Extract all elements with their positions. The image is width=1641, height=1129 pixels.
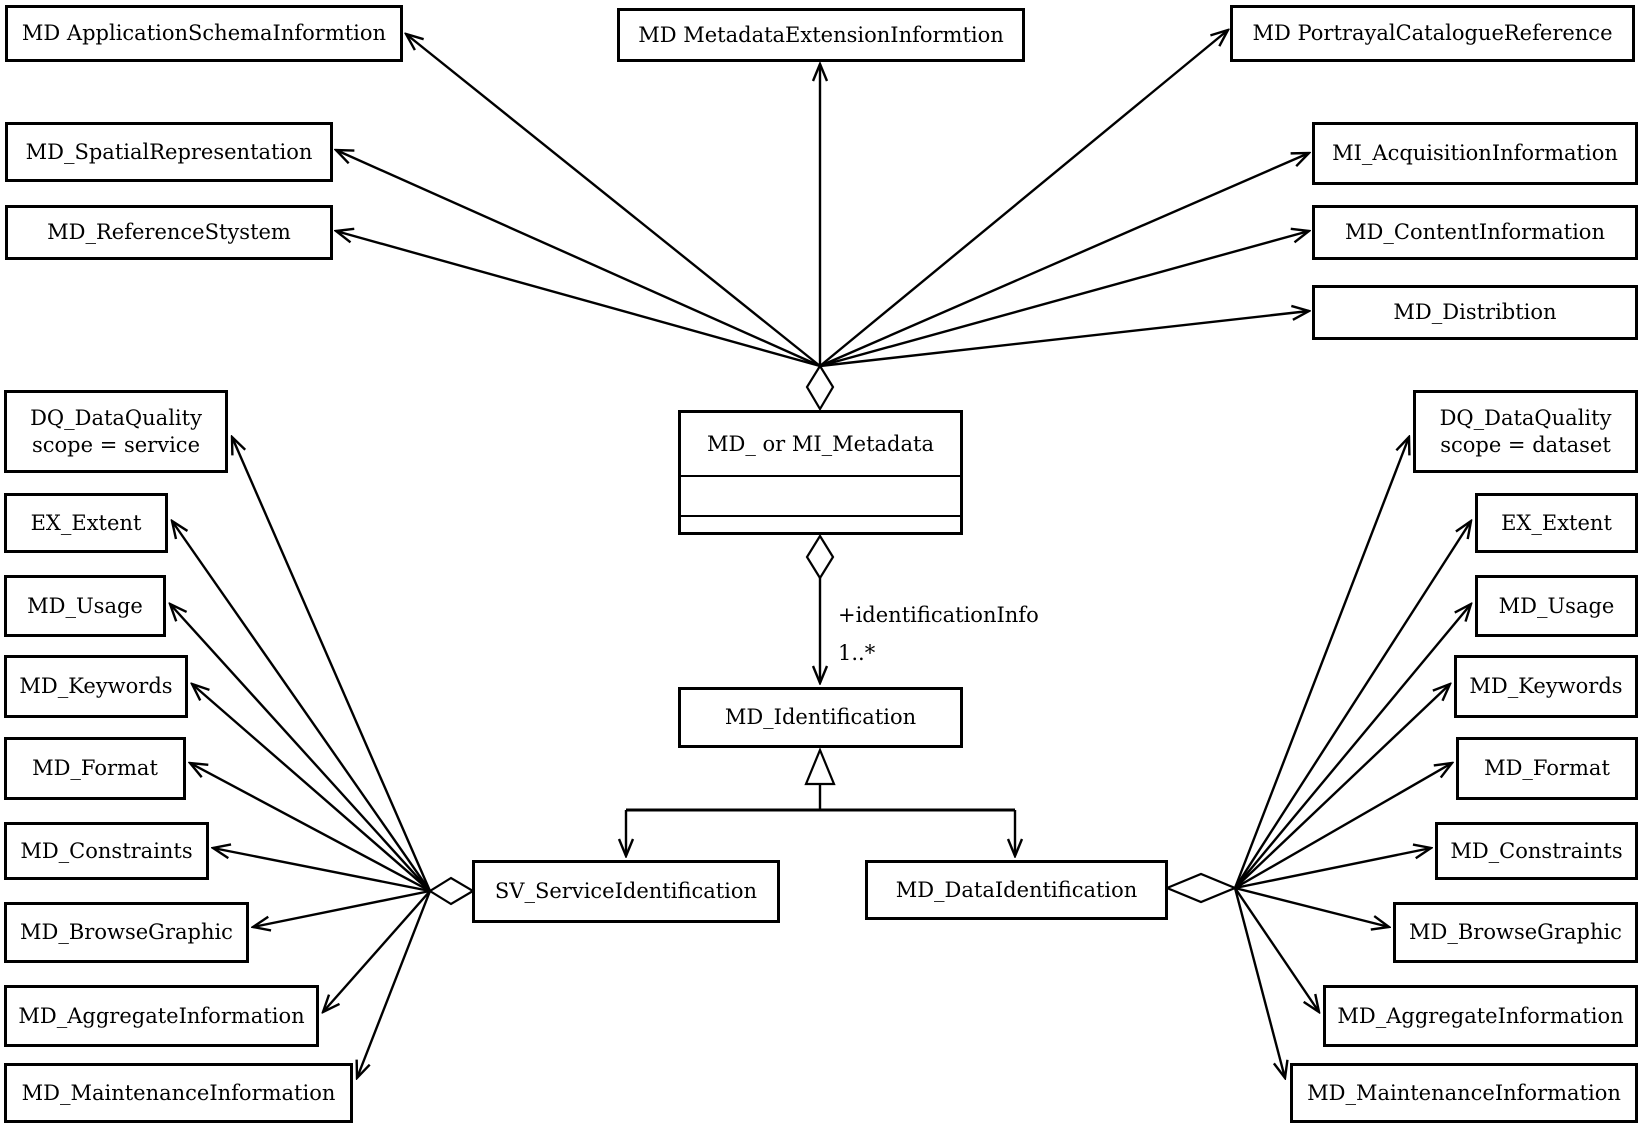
edge-to-md-maintenanceinformation-left <box>357 890 432 1078</box>
class-name: MD_Constraints <box>20 838 193 863</box>
edge-to-reference-system <box>336 231 821 368</box>
class-name: MD_MaintenanceInformation <box>21 1080 336 1105</box>
class-md-usage-left: MD_Usage <box>4 575 166 637</box>
edge-to-md-keywords-right <box>1234 684 1450 889</box>
edge-to-md-aggregateinformation-right <box>1234 887 1319 1012</box>
class-name: MD_BrowseGraphic <box>1409 920 1622 945</box>
edge-to-portrayal-catalogue <box>819 30 1228 367</box>
class-md-usage-right: MD_Usage <box>1475 575 1638 637</box>
class-name: MD PortrayalCatalogueReference <box>1252 21 1613 46</box>
generalization-triangle <box>804 747 836 786</box>
class-name: MD_Keywords <box>1469 674 1623 699</box>
edge-to-application-schema <box>406 34 821 367</box>
aggregation-diamond-metadata-bottom <box>805 533 835 581</box>
class-ex-extent-right: EX_Extent <box>1475 493 1638 553</box>
class-md-aggregate-information-left: MD_AggregateInformation <box>4 985 319 1047</box>
class-name: MD ApplicationSchemaInformtion <box>21 21 387 46</box>
class-md-spatial-representation: MD_SpatialRepresentation <box>5 122 333 182</box>
edge-to-dq-dataquality-dataset <box>1233 437 1409 889</box>
class-md-portrayal-catalogue-reference: MD PortrayalCatalogueReference <box>1230 5 1635 62</box>
class-name: DQ_DataQuality <box>1439 406 1612 431</box>
edge-to-ex-extent-left <box>172 521 431 892</box>
class-md-keywords-left: MD_Keywords <box>4 655 188 718</box>
class-md-keywords-right: MD_Keywords <box>1454 655 1638 718</box>
class-name: EX_Extent <box>1501 510 1612 535</box>
class-md-data-identification: MD_DataIdentification <box>865 860 1168 920</box>
class-dq-dataquality-service: DQ_DataQuality scope = service <box>4 390 228 473</box>
class-md-format-right: MD_Format <box>1456 737 1638 800</box>
class-name: EX_Extent <box>30 510 142 535</box>
class-name: MD_ReferenceStystem <box>47 220 291 245</box>
class-ex-extent-left: EX_Extent <box>4 493 168 553</box>
edge-to-content-information <box>819 231 1309 368</box>
class-mi-acquisition-information: MI_AcquisitionInformation <box>1312 122 1638 185</box>
edge-to-md-keywords-left <box>192 684 431 892</box>
class-md-aggregate-information-right: MD_AggregateInformation <box>1323 985 1638 1047</box>
class-name: MD_SpatialRepresentation <box>25 139 313 164</box>
service-identification-aggregation-edges <box>170 437 432 1078</box>
class-dq-dataquality-dataset: DQ_DataQuality scope = dataset <box>1413 390 1638 473</box>
class-sv-service-identification: SV_ServiceIdentification <box>472 860 780 923</box>
class-name: MD_Identification <box>724 705 917 730</box>
edge-to-spatial-representation <box>336 150 821 368</box>
class-name: MD_Distribtion <box>1393 300 1557 325</box>
metadata-aggregation-edges <box>336 30 1309 368</box>
association-role-label: +identificationInfo <box>838 603 1039 627</box>
class-md-browsegraphic-right: MD_BrowseGraphic <box>1393 902 1638 963</box>
attributes-compartment <box>681 475 960 515</box>
class-name: MD_Keywords <box>19 674 173 699</box>
edge-to-md-constraints-right <box>1234 848 1431 890</box>
aggregation-diamond-data-identification <box>1164 872 1238 904</box>
class-name: MD_Format <box>1484 756 1610 781</box>
class-md-metadata-extension-information: MD MetadataExtensionInformtion <box>617 8 1025 62</box>
class-name: MI_AcquisitionInformation <box>1332 141 1618 166</box>
aggregation-diamond-metadata-top <box>805 363 835 412</box>
edge-to-md-browsegraphic-left <box>253 889 431 927</box>
class-name: MD_Usage <box>1498 593 1615 618</box>
class-scope-note: scope = dataset <box>1440 432 1611 457</box>
class-name: MD_Format <box>32 756 158 781</box>
class-name: SV_ServiceIdentification <box>494 879 758 904</box>
edge-to-md-constraints-left <box>213 848 431 893</box>
class-md-content-information: MD_ContentInformation <box>1312 205 1638 260</box>
class-name: MD_AggregateInformation <box>18 1003 305 1028</box>
edge-to-dq-dataquality-service <box>232 437 432 892</box>
class-md-maintenance-information-left: MD_MaintenanceInformation <box>4 1063 353 1123</box>
edge-to-md-format-right <box>1234 763 1452 890</box>
data-identification-aggregation-edges <box>1233 437 1471 1078</box>
class-name: MD MetadataExtensionInformtion <box>638 22 1004 47</box>
class-md-constraints-right: MD_Constraints <box>1435 822 1638 880</box>
class-name: MD_ContentInformation <box>1345 220 1605 245</box>
class-title-compartment: MD_ or MI_Metadata <box>681 413 960 475</box>
class-md-browsegraphic-left: MD_BrowseGraphic <box>4 902 249 963</box>
class-md-or-mi-metadata: MD_ or MI_Metadata <box>678 410 963 535</box>
edge-to-acquisition-information <box>819 153 1309 368</box>
class-scope-note: scope = service <box>31 432 200 457</box>
edge-to-md-maintenanceinformation-right <box>1233 887 1285 1078</box>
association-multiplicity-label: 1..* <box>838 641 876 665</box>
class-name: MD_DataIdentification <box>895 877 1138 902</box>
edge-to-md-format-left <box>190 763 431 893</box>
operations-compartment <box>681 515 960 532</box>
class-md-maintenance-information-right: MD_MaintenanceInformation <box>1290 1063 1638 1123</box>
edge-to-distribution <box>819 311 1309 368</box>
class-md-distribution: MD_Distribtion <box>1312 285 1638 340</box>
class-name: DQ_DataQuality <box>30 406 202 431</box>
class-name: MD_Usage <box>27 593 143 618</box>
class-name: MD_Constraints <box>1450 838 1623 863</box>
class-name: MD_AggregateInformation <box>1337 1003 1624 1028</box>
class-md-constraints-left: MD_Constraints <box>4 822 209 880</box>
class-md-format-left: MD_Format <box>4 737 186 800</box>
edge-to-md-usage-left <box>170 604 431 892</box>
class-name: MD_BrowseGraphic <box>20 920 233 945</box>
class-name: MD_MaintenanceInformation <box>1307 1080 1621 1105</box>
class-md-reference-system: MD_ReferenceStystem <box>5 205 333 260</box>
edge-to-md-browsegraphic-right <box>1234 886 1389 927</box>
class-md-identification: MD_Identification <box>678 687 963 748</box>
class-name: MD_ or MI_Metadata <box>707 431 934 456</box>
aggregation-diamond-service-identification <box>427 876 476 906</box>
edge-to-md-aggregateinformation-left <box>323 890 431 1012</box>
class-md-application-schema-information: MD ApplicationSchemaInformtion <box>5 5 403 62</box>
